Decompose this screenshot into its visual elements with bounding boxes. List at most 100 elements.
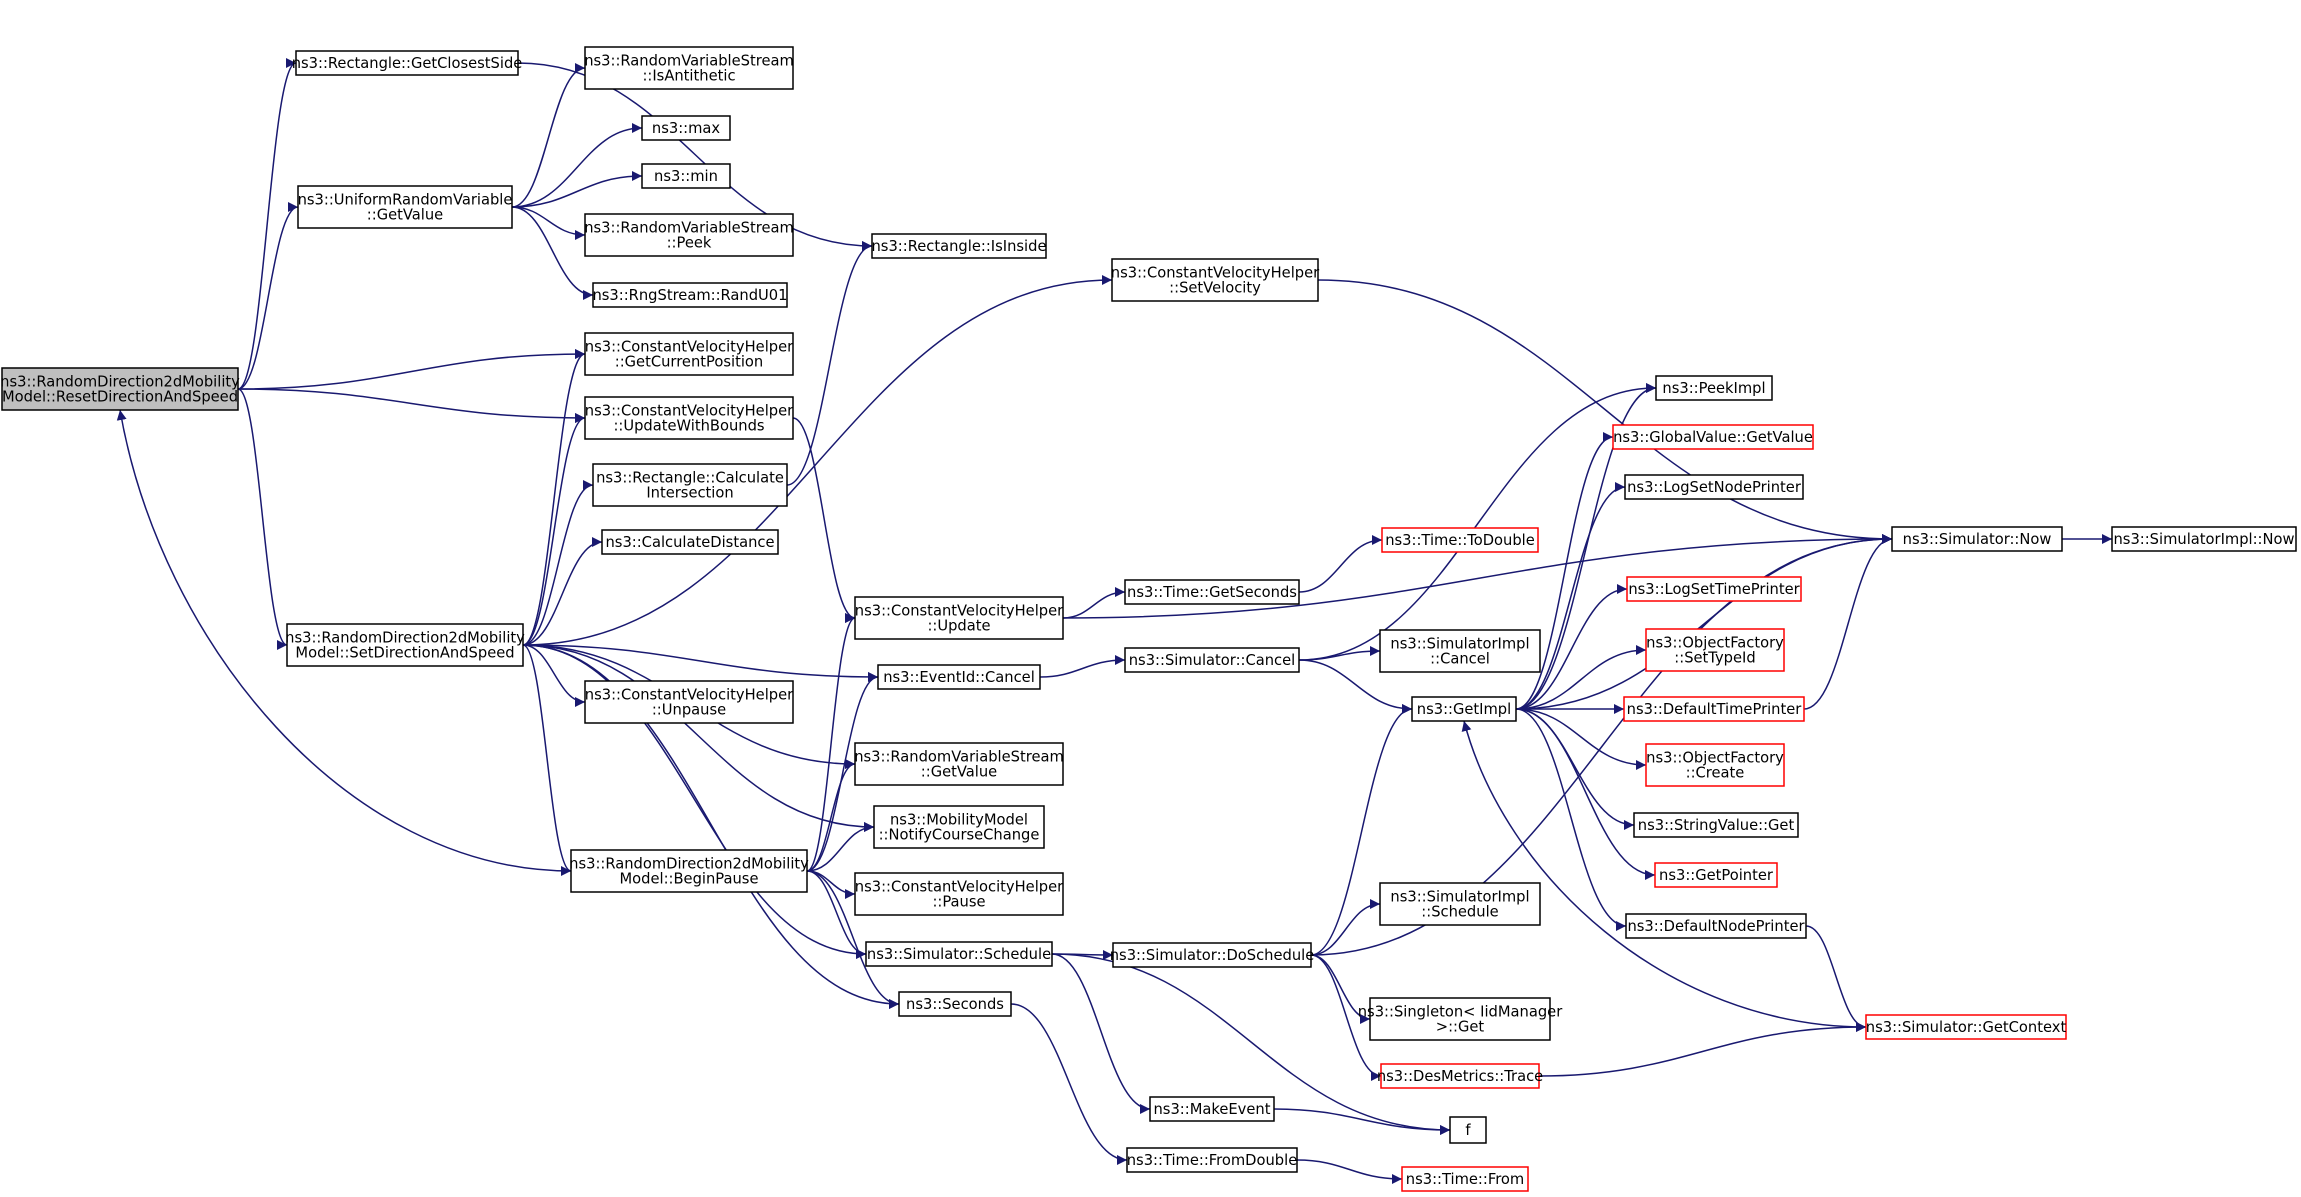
node-beginPause[interactable]: ns3::RandomDirection2dMobilityModel::Beg… <box>569 849 809 893</box>
node-box <box>1449 1116 1487 1144</box>
node-box <box>1626 576 1802 602</box>
node-box <box>1379 629 1541 673</box>
node-defaultTime[interactable]: ns3::DefaultTimePrinter <box>1623 696 1805 722</box>
edge-getImpl-to-defaultNode <box>1515 708 1627 931</box>
edge-setDirection-to-beginPause <box>522 644 572 876</box>
edge-simCancel-to-peekImpl <box>1298 383 1657 661</box>
node-implNow[interactable]: ns3::SimulatorImpl::Now <box>2111 526 2297 552</box>
node-root[interactable]: ns3::RandomDirection2dMobilityModel::Res… <box>0 367 240 411</box>
node-getImpl[interactable]: ns3::GetImpl <box>1411 696 1517 722</box>
node-label: ns3::SimulatorImpl <box>1390 636 1529 653</box>
node-schedule[interactable]: ns3::Simulator::Schedule <box>865 941 1053 967</box>
node-label: ns3::Time::From <box>1406 1171 1524 1188</box>
node-box <box>1645 743 1785 787</box>
node-eventCancel[interactable]: ns3::EventId::Cancel <box>877 664 1041 690</box>
node-box <box>1149 1096 1275 1122</box>
node-getCurrentPosition[interactable]: ns3::ConstantVelocityHelper::GetCurrentP… <box>584 332 794 376</box>
node-cvhPause[interactable]: ns3::ConstantVelocityHelper::Pause <box>854 872 1064 916</box>
node-timeFrom[interactable]: ns3::Time::From <box>1401 1166 1529 1192</box>
node-label: ns3::Rectangle::IsInside <box>872 238 1047 255</box>
edge-cvhUpdate-to-simNow <box>1062 534 1893 619</box>
node-isInside[interactable]: ns3::Rectangle::IsInside <box>871 233 1047 259</box>
edge-beginPause-to-root <box>116 409 572 872</box>
node-box <box>1111 258 1319 302</box>
node-desTrace[interactable]: ns3::DesMetrics::Trace <box>1377 1063 1543 1089</box>
edge-beginPause-to-cvhPause <box>806 870 856 899</box>
node-label: ::Schedule <box>1421 904 1498 921</box>
node-randU01[interactable]: ns3::RngStream::RandU01 <box>592 282 788 308</box>
edge-getImpl-to-ofCreate <box>1515 708 1647 770</box>
node-label: ::SetVelocity <box>1169 280 1261 297</box>
node-stringGet[interactable]: ns3::StringValue::Get <box>1633 812 1799 838</box>
node-getContext[interactable]: ns3::Simulator::GetContext <box>1865 1014 2067 1040</box>
node-toDouble[interactable]: ns3::Time::ToDouble <box>1381 527 1539 553</box>
node-label: ns3::ObjectFactory <box>1646 635 1784 652</box>
node-uniformGetValue[interactable]: ns3::UniformRandomVariable::GetValue <box>297 185 513 229</box>
node-peekImpl[interactable]: ns3::PeekImpl <box>1655 375 1773 401</box>
node-label: ns3::Simulator::Now <box>1903 531 2052 548</box>
edge-defaultTime-to-simNow <box>1803 534 1893 710</box>
edge-getImpl-to-logSetNode <box>1515 482 1626 710</box>
node-getClosestSide[interactable]: ns3::Rectangle::GetClosestSide <box>292 50 523 76</box>
node-f[interactable]: f <box>1449 1116 1487 1144</box>
edge-root-to-getClosestSide <box>237 58 297 390</box>
node-cvhUpdate[interactable]: ns3::ConstantVelocityHelper::Update <box>854 596 1064 640</box>
node-rvsGetValue[interactable]: ns3::RandomVariableStream::GetValue <box>854 742 1064 786</box>
node-box <box>641 163 731 189</box>
node-makeEvent[interactable]: ns3::MakeEvent <box>1149 1096 1275 1122</box>
node-simNow[interactable]: ns3::Simulator::Now <box>1891 526 2063 552</box>
node-simCancel[interactable]: ns3::Simulator::Cancel <box>1124 647 1300 673</box>
node-unpause[interactable]: ns3::ConstantVelocityHelper::Unpause <box>584 680 794 724</box>
node-label: ns3::Time::FromDouble <box>1127 1152 1297 1169</box>
node-ofSetTypeId[interactable]: ns3::ObjectFactory::SetTypeId <box>1645 628 1785 672</box>
edge-cvhUpdate-to-getSeconds <box>1062 587 1126 619</box>
node-isAntithetic[interactable]: ns3::RandomVariableStream::IsAntithetic <box>584 46 794 90</box>
node-peek[interactable]: ns3::RandomVariableStream::Peek <box>584 213 794 257</box>
node-min[interactable]: ns3::min <box>641 163 731 189</box>
edge-uniformGetValue-to-isAntithetic <box>511 63 586 208</box>
node-label: Model::SetDirectionAndSpeed <box>295 645 514 662</box>
node-implSchedule[interactable]: ns3::SimulatorImpl::Schedule <box>1379 882 1541 926</box>
node-box <box>854 596 1064 640</box>
node-box <box>1891 526 2063 552</box>
node-ofCreate[interactable]: ns3::ObjectFactory::Create <box>1645 743 1785 787</box>
node-implCancel[interactable]: ns3::SimulatorImpl::Cancel <box>1379 629 1541 673</box>
node-label: ns3::RandomVariableStream <box>584 53 794 70</box>
node-doSchedule[interactable]: ns3::Simulator::DoSchedule <box>1110 942 1315 968</box>
node-fromDouble[interactable]: ns3::Time::FromDouble <box>1126 1147 1298 1173</box>
edge-root-to-setDirection <box>237 388 288 650</box>
edge-beginPause-to-eventCancel <box>806 672 879 872</box>
node-calcDistance[interactable]: ns3::CalculateDistance <box>601 529 779 555</box>
edge-fromDouble-to-timeFrom <box>1296 1159 1403 1184</box>
node-label: ns3::UniformRandomVariable <box>298 192 513 209</box>
node-logSetNode[interactable]: ns3::LogSetNodePrinter <box>1624 474 1804 500</box>
node-max[interactable]: ns3::max <box>641 115 731 141</box>
node-seconds[interactable]: ns3::Seconds <box>898 991 1012 1017</box>
node-globalGetValue[interactable]: ns3::GlobalValue::GetValue <box>1612 424 1814 450</box>
node-label: ::Cancel <box>1430 651 1490 668</box>
node-updateWithBounds[interactable]: ns3::ConstantVelocityHelper::UpdateWithB… <box>584 396 794 440</box>
node-label: ::Create <box>1686 765 1745 782</box>
node-singletonGet[interactable]: ns3::Singleton< IidManager>::Get <box>1358 997 1563 1041</box>
edge-getImpl-to-stringGet <box>1515 708 1635 830</box>
node-setDirection[interactable]: ns3::RandomDirection2dMobilityModel::Set… <box>285 623 525 667</box>
node-setVelocity[interactable]: ns3::ConstantVelocityHelper::SetVelocity <box>1111 258 1320 302</box>
node-box <box>898 991 1012 1017</box>
node-label: ns3::DesMetrics::Trace <box>1377 1068 1543 1085</box>
node-box <box>286 623 524 667</box>
edge-setDirection-to-unpause <box>522 644 586 707</box>
node-getSeconds[interactable]: ns3::Time::GetSeconds <box>1124 579 1300 605</box>
edge-getImpl-to-logSetTime <box>1515 584 1628 710</box>
node-logSetTime[interactable]: ns3::LogSetTimePrinter <box>1626 576 1802 602</box>
node-label: ns3::RandomVariableStream <box>584 220 794 237</box>
node-box <box>1623 696 1805 722</box>
node-defaultNode[interactable]: ns3::DefaultNodePrinter <box>1625 913 1807 939</box>
edge-uniformGetValue-to-min <box>511 171 643 208</box>
node-label: ::GetValue <box>921 764 997 781</box>
edge-setDirection-to-updateWithBounds <box>522 413 586 646</box>
node-notifyCourse[interactable]: ns3::MobilityModel::NotifyCourseChange <box>873 805 1045 849</box>
node-box <box>297 185 513 229</box>
node-label: ns3::DefaultNodePrinter <box>1627 918 1805 935</box>
node-getPointer[interactable]: ns3::GetPointer <box>1654 862 1778 888</box>
